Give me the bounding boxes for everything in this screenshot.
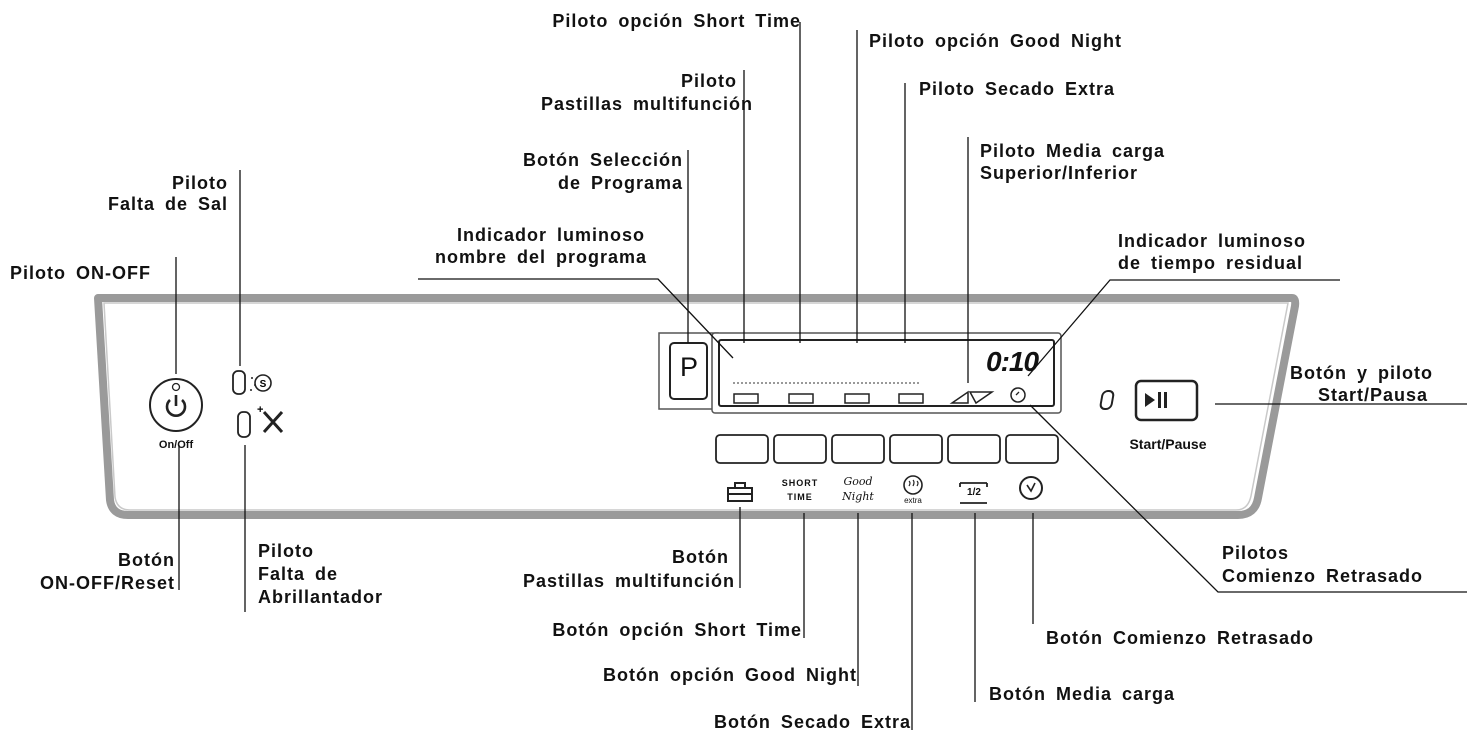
label-salt-led-2: Falta de Sal <box>107 194 228 214</box>
program-key-label[interactable]: P <box>679 352 698 382</box>
label-onoff-led: Piloto ON-OFF <box>10 263 151 283</box>
good-night-icon-top: Good <box>843 475 873 488</box>
label-rinse-aid-3: Abrillantador <box>258 587 384 607</box>
label-half-load-led-1: Piloto Media carga <box>980 141 1166 161</box>
label-program-button-1: Botón Selección <box>522 150 683 170</box>
label-short-time-button: Botón opción Short Time <box>552 620 802 640</box>
label-residual-time-2: de tiempo residual <box>1118 253 1304 273</box>
label-residual-time-1: Indicador luminoso <box>1118 231 1307 251</box>
label-onoff-button-1: Botón <box>118 550 175 570</box>
extra-dry-icon <box>903 475 923 495</box>
label-rinse-aid-1: Piloto <box>258 541 314 561</box>
label-short-time-led: Piloto opción Short Time <box>552 11 801 31</box>
label-program-name-2: nombre del programa <box>434 247 647 267</box>
salt-led-icon: S <box>232 370 272 395</box>
svg-text:S: S <box>260 379 267 390</box>
label-good-night-button: Botón opción Good Night <box>603 665 857 685</box>
label-delay-leds-1: Pilotos <box>1222 543 1290 563</box>
label-half-load-led-2: Superior/Inferior <box>980 163 1139 183</box>
short-time-icon-bottom: TIME <box>787 492 813 502</box>
label-tablets-led-2: Pastillas multifunción <box>540 94 753 114</box>
label-delay-leds-2: Comienzo Retrasado <box>1222 566 1424 586</box>
tablets-icon <box>727 482 753 502</box>
label-program-button-2: de Programa <box>557 173 683 193</box>
label-tablets-button-2: Pastillas multifunción <box>522 571 735 591</box>
rinse-aid-led-icon: + <box>237 404 284 438</box>
onoff-caption: On/Off <box>158 439 194 451</box>
half-load-caption: 1/2 <box>967 487 981 498</box>
display-inner <box>718 339 1055 407</box>
label-program-name-1: Indicador luminoso <box>456 225 645 245</box>
label-onoff-button-2: ON-OFF/Reset <box>39 573 175 593</box>
label-half-load-button: Botón Media carga <box>989 684 1176 704</box>
onoff-button[interactable] <box>149 378 203 432</box>
option-buttons[interactable] <box>715 434 1059 464</box>
start-pause-caption: Start/Pause <box>1129 436 1207 452</box>
label-rinse-aid-2: Falta de <box>258 564 339 584</box>
short-time-icon-top: SHORT <box>781 478 819 488</box>
label-start-led-2: Start/Pausa <box>1318 385 1429 405</box>
label-tablets-led-1: Piloto <box>681 71 737 91</box>
label-good-night-led: Piloto opción Good Night <box>869 31 1122 51</box>
extra-dry-caption: extra <box>904 496 922 505</box>
half-load-icon <box>959 482 988 504</box>
label-start-led-1: Botón y piloto <box>1290 363 1433 383</box>
label-extra-dry-button: Botón Secado Extra <box>713 712 911 732</box>
label-tablets-button-1: Botón <box>672 547 729 567</box>
label-delay-button: Botón Comienzo Retrasado <box>1046 628 1315 648</box>
label-extra-dry-led: Piloto Secado Extra <box>919 79 1116 99</box>
good-night-icon-bottom: Night <box>842 490 874 503</box>
leader-lines <box>175 22 1467 730</box>
panel-outline <box>94 294 1300 519</box>
label-salt-led-1: Piloto <box>172 173 228 193</box>
svg-text:+: + <box>257 404 263 416</box>
delay-start-icon <box>1019 476 1043 500</box>
time-display: 0:10 <box>986 346 1039 377</box>
